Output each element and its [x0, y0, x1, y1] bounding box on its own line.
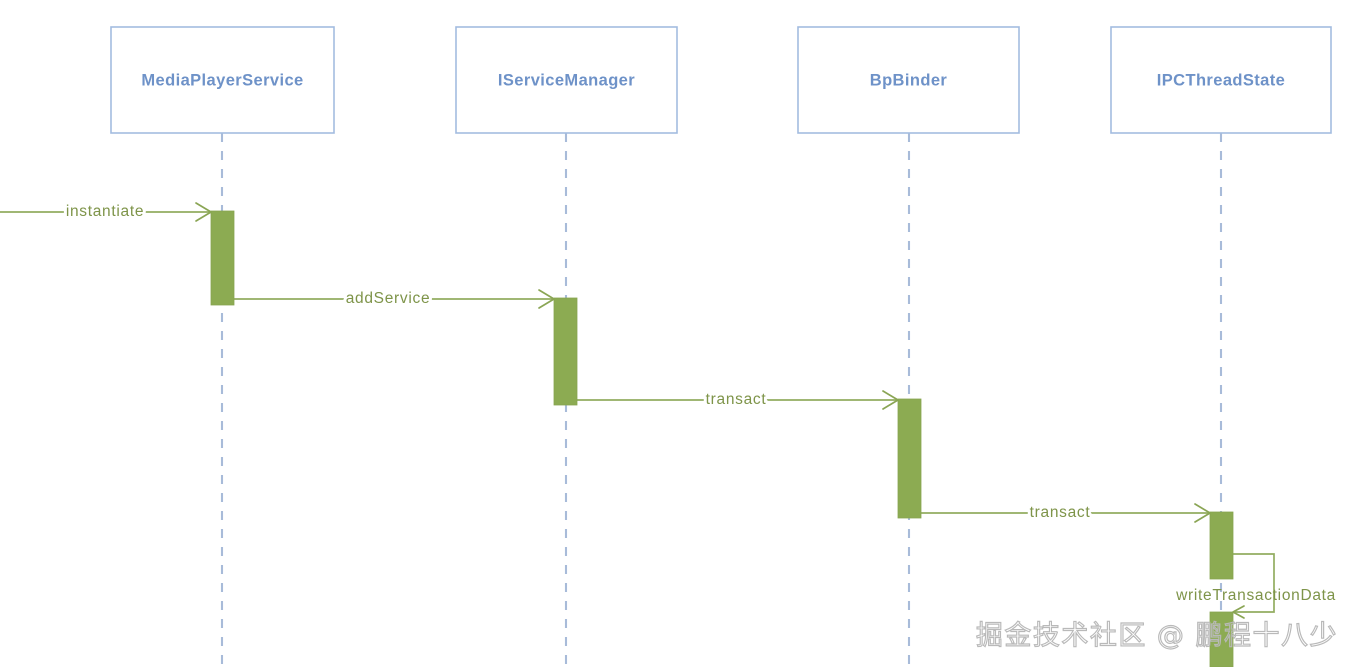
- message-msg-transact-2[interactable]: [898, 503, 1211, 523]
- messages-layer: [0, 202, 1275, 619]
- participant-iservicemanager[interactable]: IServiceManager: [455, 26, 678, 134]
- message-msg-instantiate[interactable]: [0, 202, 212, 222]
- activation-bar-act-ism[interactable]: [553, 297, 578, 406]
- participant-label-mediaplayerservice: MediaPlayerService: [141, 71, 303, 89]
- watermark: 掘金技术社区 @ 鹏程十八少: [976, 621, 1338, 652]
- message-label-halo-msg-transact-2: transact: [1030, 504, 1091, 521]
- arrowhead-msg-writetransactiondata: [1232, 605, 1245, 619]
- message-msg-writetransactiondata[interactable]: [1232, 553, 1275, 619]
- message-label-msg-transact-1: transact: [706, 391, 767, 408]
- participant-box-ipcthreadstate: [1110, 26, 1332, 134]
- activations-layer: [210, 210, 1234, 667]
- message-label-msg-transact-2: transact: [1030, 504, 1091, 521]
- activation-bar-act-ipc[interactable]: [1209, 511, 1234, 580]
- arrowhead-msg-instantiate: [195, 202, 212, 222]
- participant-label-bpbinder: BpBinder: [870, 71, 948, 89]
- message-label-msg-writetransactiondata: writeTransactionData: [1175, 587, 1336, 604]
- participant-mediaplayerservice[interactable]: MediaPlayerService: [110, 26, 335, 134]
- participant-box-iservicemanager: [455, 26, 678, 134]
- participant-bpbinder[interactable]: BpBinder: [797, 26, 1020, 134]
- watermark-layer: 掘金技术社区 @ 鹏程十八少: [975, 620, 1338, 652]
- message-msg-addservice[interactable]: [211, 289, 555, 309]
- activation-bar-act-mps[interactable]: [210, 210, 235, 306]
- participant-label-ipcthreadstate: IPCThreadState: [1157, 71, 1285, 89]
- message-path-msg-writetransactiondata: [1233, 553, 1275, 613]
- message-label-halo-msg-instantiate: instantiate: [66, 203, 144, 220]
- message-label-msg-addservice: addService: [346, 290, 431, 307]
- activation-bar-act-ipc-nested[interactable]: [1209, 611, 1234, 667]
- message-labels-layer: instantiateinstantiateaddServiceaddServi…: [63, 200, 1336, 604]
- participant-box-mediaplayerservice: [110, 26, 335, 134]
- message-label-halo-msg-addservice: addService: [346, 290, 431, 307]
- message-msg-transact-1[interactable]: [554, 390, 899, 410]
- activation-bar-act-bpb[interactable]: [897, 398, 922, 519]
- arrowhead-msg-transact-2: [1194, 503, 1211, 523]
- arrowhead-msg-transact-1: [882, 390, 899, 410]
- message-label-halo-msg-transact-1: transact: [706, 391, 767, 408]
- participant-box-bpbinder: [797, 26, 1020, 134]
- participant-label-iservicemanager: IServiceManager: [498, 71, 635, 89]
- participant-ipcthreadstate[interactable]: IPCThreadState: [1110, 26, 1332, 134]
- participants-layer: MediaPlayerService IServiceManager BpBinde…: [110, 26, 1332, 134]
- arrowhead-msg-addservice: [538, 289, 555, 309]
- message-label-msg-instantiate: instantiate: [66, 203, 144, 220]
